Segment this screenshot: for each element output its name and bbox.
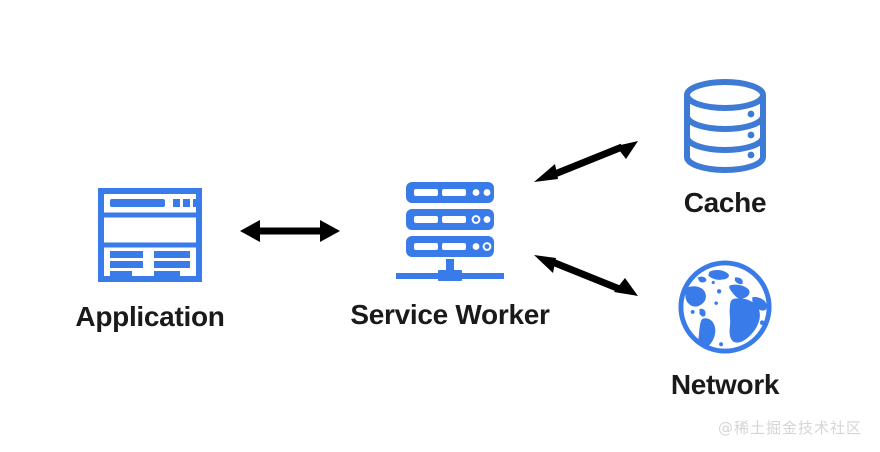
connector-service-worker-network [530,248,642,309]
node-label-application: Application [75,301,225,332]
watermark-text: @稀土掘金技术社区 [717,419,862,437]
diagram-node-application: Application [62,188,238,331]
connector-application-service-worker [238,208,342,259]
globe-icon [676,258,774,361]
connector-service-worker-cache [530,133,642,194]
diagram-node-service-worker: Service Worker [340,178,560,329]
node-label-service-worker: Service Worker [350,299,550,330]
diagram-node-cache: Cache [650,78,800,217]
node-label-cache: Cache [683,187,767,218]
diagram-node-network: Network [640,258,810,399]
database-cylinder-icon [679,78,771,179]
server-rack-icon [394,178,506,289]
node-label-network: Network [670,369,780,400]
browser-window-icon [98,188,202,287]
